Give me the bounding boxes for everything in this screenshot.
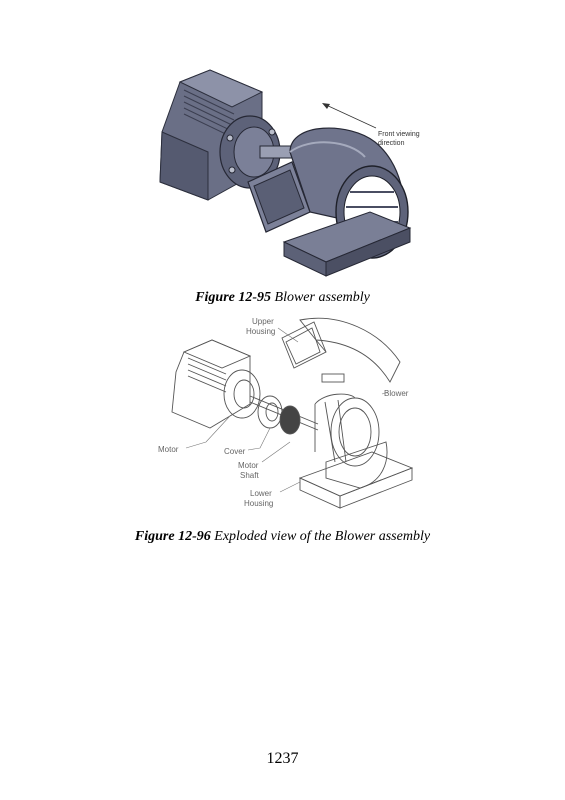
front-viewing-label-line2: direction xyxy=(378,140,405,147)
upper-housing-label-line2: Housing xyxy=(246,327,275,336)
blower-label: Blower xyxy=(384,389,409,398)
figure-12-95-caption: Figure 12-95 Blower assembly xyxy=(0,290,565,306)
exploded-view-illustration: Upper Housing Blower Motor Cover Motor S… xyxy=(158,317,414,509)
figure-number: Figure 12-96 xyxy=(134,529,211,544)
upper-housing-label-line1: Upper xyxy=(252,317,274,326)
page-number: 1237 xyxy=(266,750,299,767)
cover-label: Cover xyxy=(224,447,246,456)
blower-assembly-figure: Front viewing direction xyxy=(150,62,420,284)
motor-shaft-label-line1: Motor xyxy=(238,461,259,470)
lower-housing-label-line2: Housing xyxy=(244,499,273,508)
figure-caption-text: Exploded view of the Blower assembly xyxy=(210,529,431,544)
lower-housing-label-line1: Lower xyxy=(250,489,272,498)
motor-shaft-label-line2: Shaft xyxy=(240,471,259,480)
figure-12-96-caption: Figure 12-96 Exploded view of the Blower… xyxy=(0,529,565,545)
exploded-view-figure: Upper Housing Blower Motor Cover Motor S… xyxy=(150,312,420,518)
figure-number: Figure 12-95 xyxy=(195,290,272,305)
front-viewing-label-line1: Front viewing xyxy=(378,131,420,138)
figure-caption-text: Blower assembly xyxy=(271,290,370,305)
blower-assembly-illustration: Front viewing direction xyxy=(159,69,420,277)
motor-label: Motor xyxy=(158,445,179,454)
